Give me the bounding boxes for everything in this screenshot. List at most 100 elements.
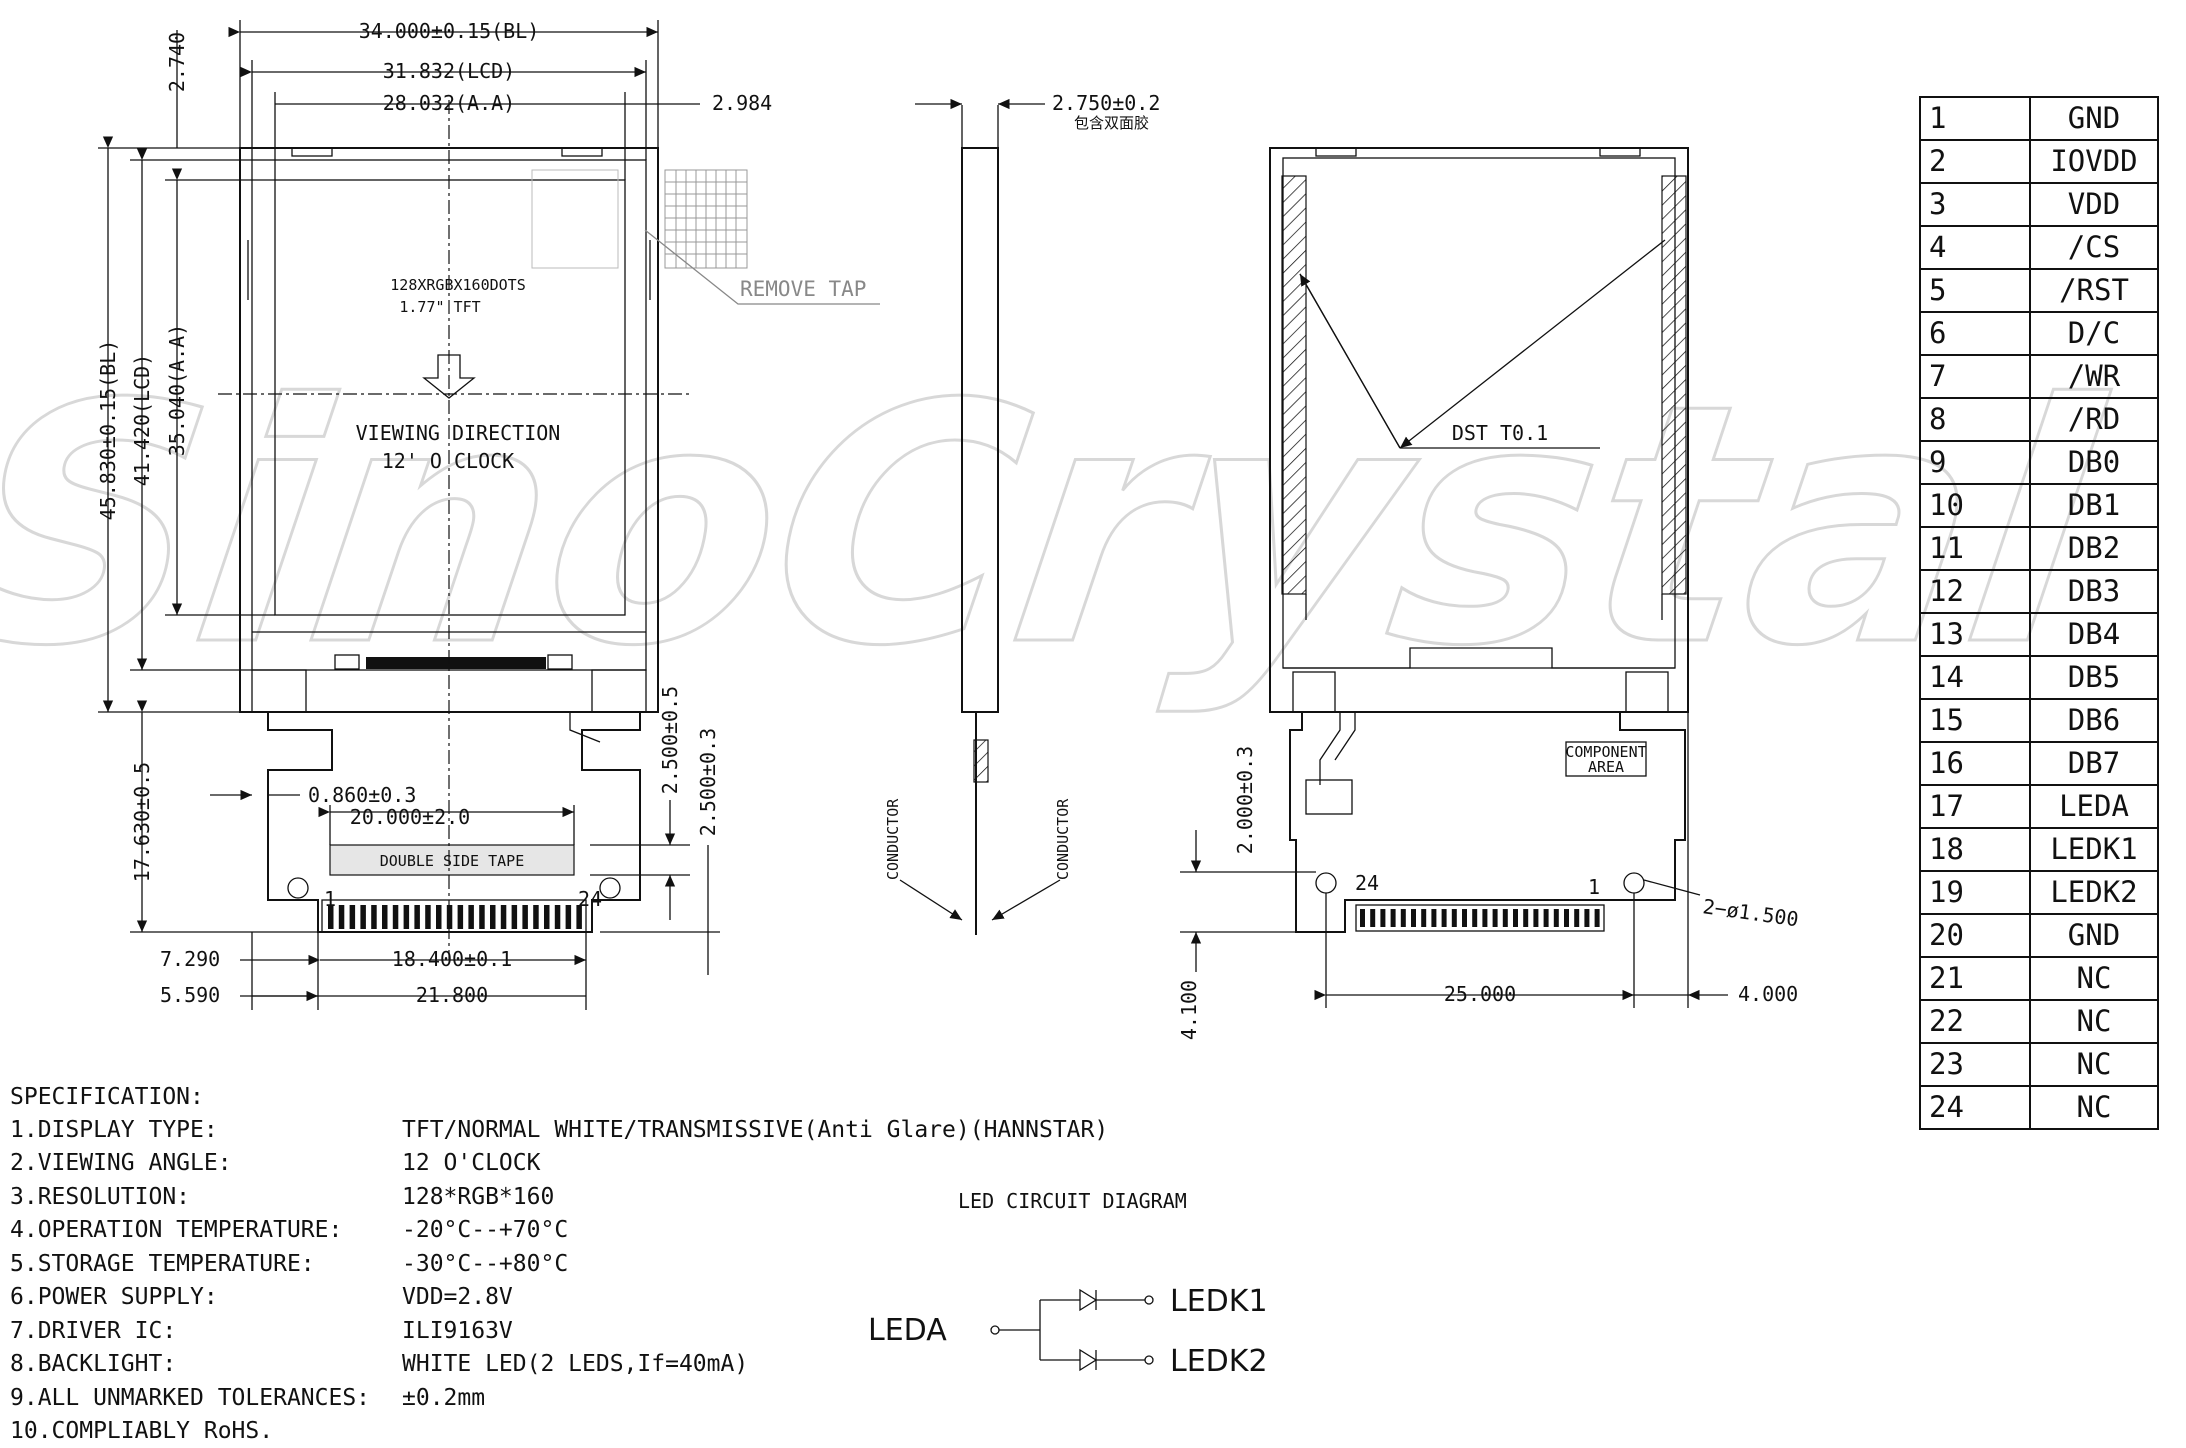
dim-tape-offset-1: 2.500±0.5	[658, 686, 682, 794]
pin-number: 1	[1920, 97, 2030, 140]
spec-row: 2.VIEWING ANGLE:12 O'CLOCK	[10, 1147, 1110, 1181]
tape-label: DOUBLE SIDE TAPE	[380, 852, 525, 870]
back-fpc-finger	[1595, 909, 1600, 927]
pin-number: 21	[1920, 957, 2030, 1000]
pin-function: NC	[2030, 1086, 2158, 1129]
dim-thickness-note: 包含双面胶	[1074, 114, 1149, 132]
pin-function: DB7	[2030, 742, 2158, 785]
fpc-finger	[544, 905, 550, 929]
pin-function: DB4	[2030, 613, 2158, 656]
specification-title: SPECIFICATION:	[10, 1080, 1110, 1113]
dim-fpc-gap: 0.860±0.3	[308, 783, 416, 807]
dim-aa-height: 35.040(A.A)	[165, 324, 189, 456]
spec-key: 1.DISPLAY TYPE:	[10, 1117, 402, 1143]
fpc-finger	[382, 905, 388, 929]
specification-list: 1.DISPLAY TYPE:TFT/NORMAL WHITE/TRANSMIS…	[10, 1113, 1110, 1448]
dim-tape-width: 20.000±2.0	[350, 805, 470, 829]
back-fpc-finger	[1411, 909, 1416, 927]
pin-number: 5	[1920, 269, 2030, 312]
fpc-finger	[414, 905, 420, 929]
fpc-finger	[566, 905, 572, 929]
pin-row: 5/RST	[1920, 269, 2158, 312]
back-fpc-finger	[1391, 909, 1396, 927]
dim-fpc-length: 17.630±0.5	[130, 762, 154, 882]
back-fpc-finger	[1462, 909, 1467, 927]
back-fpc-finger	[1493, 909, 1498, 927]
pin-function: D/C	[2030, 312, 2158, 355]
dim-top-offset: 2.740	[165, 32, 189, 92]
fpc-finger	[501, 905, 507, 929]
fpc-finger	[436, 905, 442, 929]
pin-number: 9	[1920, 441, 2030, 484]
clock-text: 12' O CLOCK	[382, 449, 514, 473]
pin-function: DB3	[2030, 570, 2158, 613]
fpc-finger	[468, 905, 474, 929]
pin-function: VDD	[2030, 183, 2158, 226]
pin-number: 10	[1920, 484, 2030, 527]
pin-number: 12	[1920, 570, 2030, 613]
pin-function: /RD	[2030, 398, 2158, 441]
back-fpc-finger	[1452, 909, 1457, 927]
back-fpc-finger	[1472, 909, 1477, 927]
pin-function: LEDK1	[2030, 828, 2158, 871]
dim-tape-offset-2: 2.500±0.3	[696, 728, 720, 836]
back-pin-1-label: 1	[1588, 875, 1600, 899]
spec-row: 3.RESOLUTION:128*RGB*160	[10, 1180, 1110, 1214]
pin-24-label: 24	[578, 887, 602, 911]
spec-row: 5.STORAGE TEMPERATURE:-30°C--+80°C	[10, 1247, 1110, 1281]
pin-function: GND	[2030, 914, 2158, 957]
pin-function: NC	[2030, 1000, 2158, 1043]
pin-function: NC	[2030, 957, 2158, 1000]
conductor-left-label: CONDUCTOR	[884, 798, 902, 880]
spec-key: 7.DRIVER IC:	[10, 1318, 402, 1344]
pin-function: DB2	[2030, 527, 2158, 570]
dim-2000: 2.000±0.3	[1233, 746, 1257, 854]
back-fpc-finger	[1584, 909, 1589, 927]
dim-thickness: 2.750±0.2	[1052, 91, 1160, 115]
size-text: 1.77" TFT	[399, 298, 480, 316]
back-fpc-finger	[1431, 909, 1436, 927]
fpc-finger	[425, 905, 431, 929]
remove-tap-area: REMOVE TAP	[532, 170, 880, 304]
back-fpc-finger	[1442, 909, 1447, 927]
pin-function: NC	[2030, 1043, 2158, 1086]
spec-row: 6.POWER SUPPLY:VDD=2.8V	[10, 1281, 1110, 1315]
pin-number: 22	[1920, 1000, 2030, 1043]
dim-aa-width: 28.032(A.A)	[383, 91, 515, 115]
pin-1-label: 1	[324, 887, 336, 911]
back-fpc-finger	[1544, 909, 1549, 927]
fpc-finger	[458, 905, 464, 929]
pin-number: 20	[1920, 914, 2030, 957]
back-fpc-finger	[1360, 909, 1365, 927]
spec-value: ±0.2mm	[402, 1385, 485, 1411]
hole-label: 2−ø1.500	[1701, 894, 1800, 931]
spec-value: VDD=2.8V	[402, 1284, 513, 1310]
back-fpc-finger	[1503, 909, 1508, 927]
dim-fpc-width: 21.800	[416, 983, 488, 1007]
pin-number: 19	[1920, 871, 2030, 914]
fpc-finger	[479, 905, 485, 929]
pin-number: 18	[1920, 828, 2030, 871]
pin-number: 15	[1920, 699, 2030, 742]
pin-number: 11	[1920, 527, 2030, 570]
pin-function: GND	[2030, 97, 2158, 140]
watermark: SinoCrystal	[0, 335, 2121, 719]
pin-number: 2	[1920, 140, 2030, 183]
spec-value: 12 O'CLOCK	[402, 1150, 540, 1176]
back-fpc-finger	[1564, 909, 1569, 927]
spec-row: 4.OPERATION TEMPERATURE:-20°C--+70°C	[10, 1214, 1110, 1248]
pin-function: /WR	[2030, 355, 2158, 398]
pin-number: 14	[1920, 656, 2030, 699]
pin-number: 16	[1920, 742, 2030, 785]
